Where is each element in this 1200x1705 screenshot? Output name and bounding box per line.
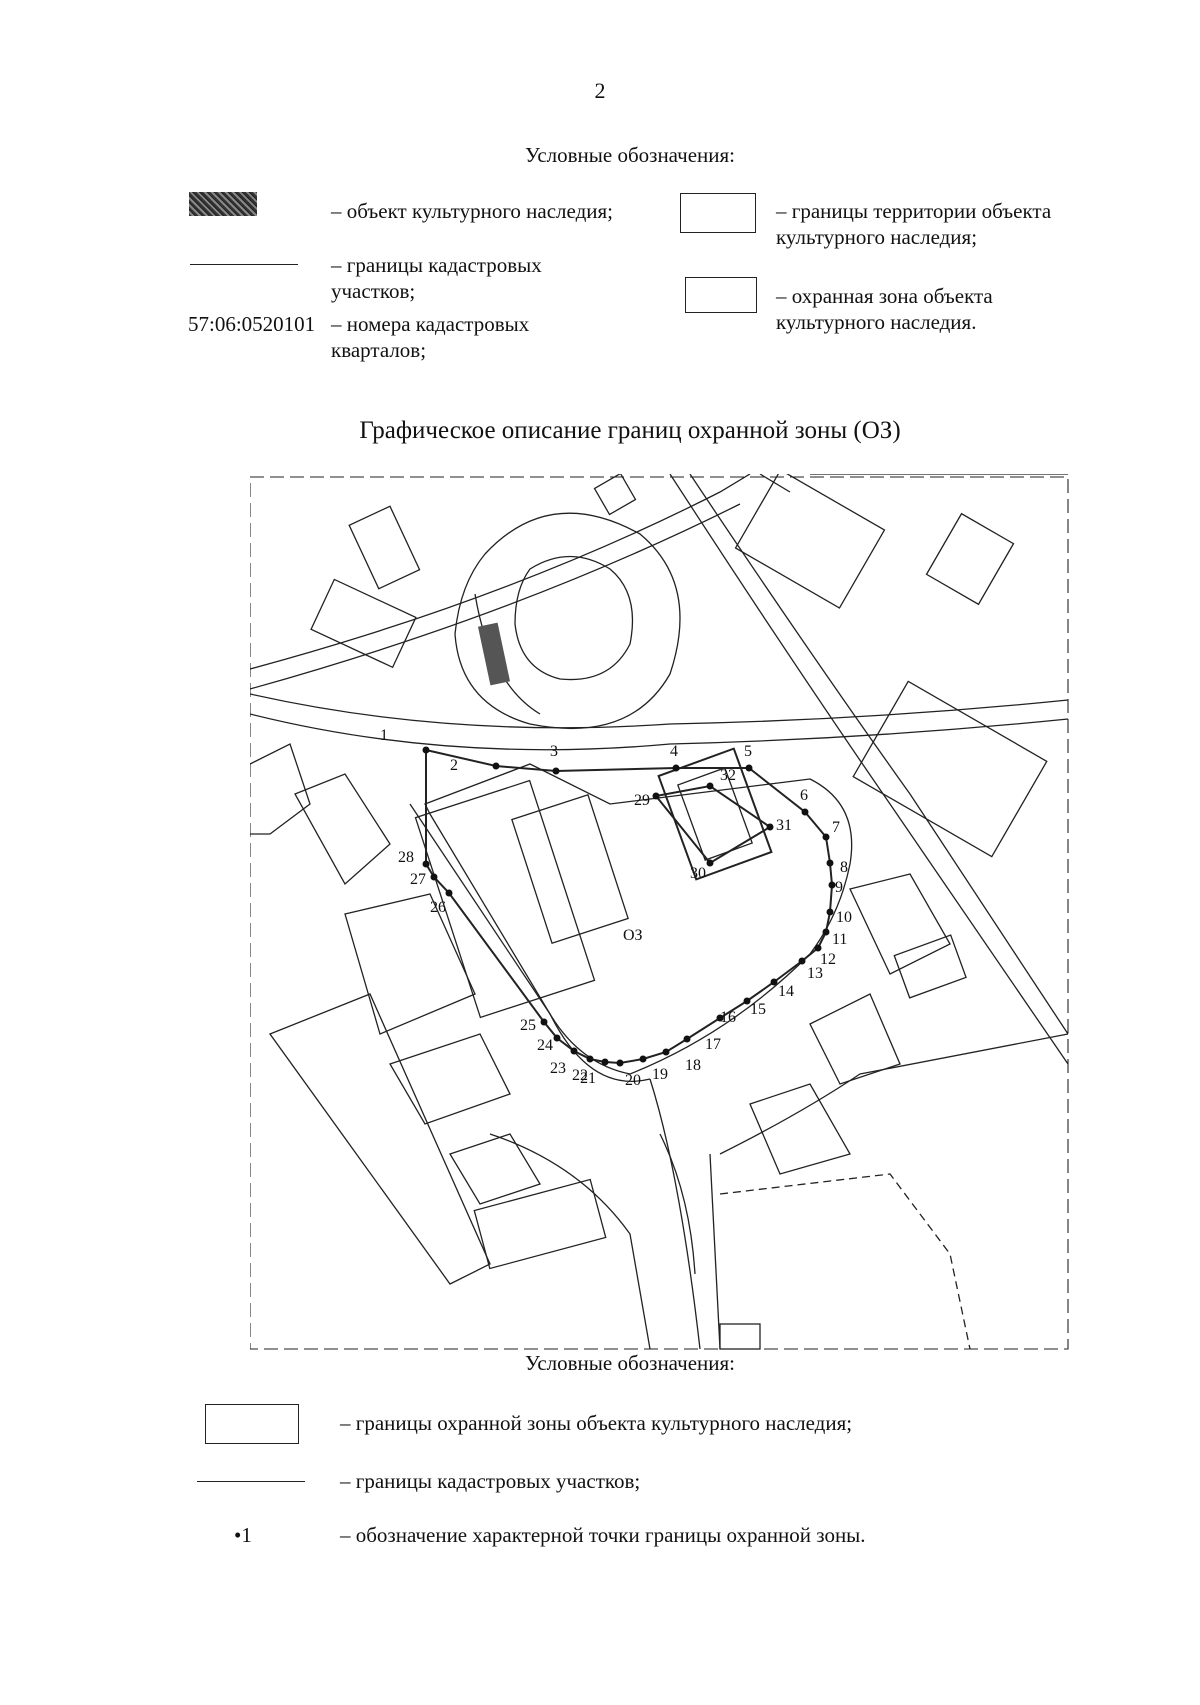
zone-point-label-24: 24 <box>537 1037 553 1054</box>
zone-point-label-13: 13 <box>807 965 823 982</box>
zone-point-label-22: 22 <box>572 1067 588 1084</box>
zone-point-12 <box>814 944 822 952</box>
zone-point-label-14: 14 <box>778 983 794 1000</box>
territory-bounds-swatch <box>680 193 756 233</box>
zone-point-label-28: 28 <box>398 849 414 866</box>
zone-point-label-18: 18 <box>685 1057 701 1074</box>
zone-point-24 <box>553 1034 561 1042</box>
zone-point-5 <box>745 764 753 772</box>
zone-point-20 <box>616 1059 624 1067</box>
legend-quarter-numbers-2: кварталов; <box>331 338 427 362</box>
legend-protection-zone-2: культурного наследия. <box>776 310 977 334</box>
zone-point-23 <box>570 1047 578 1055</box>
zone-point-label-15: 15 <box>750 1001 766 1018</box>
zone-point-19 <box>639 1055 647 1063</box>
zone-point-label-19: 19 <box>652 1066 668 1083</box>
zone-point-8 <box>826 859 834 867</box>
zone-point-29 <box>652 792 660 800</box>
legend-quarter-numbers-1: – номера кадастровых <box>331 312 530 336</box>
zone-point-label-1: 1 <box>380 727 388 744</box>
legend-cadastral-bounds-1: – границы кадастровых <box>331 253 542 277</box>
zone-point-label-17: 17 <box>705 1036 721 1053</box>
zone-point-label-20: 20 <box>625 1072 641 1089</box>
zone-point-15 <box>743 997 751 1005</box>
zone-point-label-30: 30 <box>690 865 706 882</box>
zone-point-label-7: 7 <box>832 819 840 836</box>
zone-point-label-6: 6 <box>800 787 808 804</box>
zone-point-4 <box>672 764 680 772</box>
zone-boundary-outer <box>425 749 834 1065</box>
zone-point-18 <box>662 1048 670 1056</box>
legend-heritage-object: – объект культурного наследия; <box>331 199 613 223</box>
zone-point-label-4: 4 <box>670 743 678 760</box>
quarter-code-sample: 57:06:0520101 <box>188 312 316 336</box>
legend-point-desc: – обозначение характерной точки границы … <box>340 1523 866 1547</box>
zone-point-label-8: 8 <box>840 859 848 876</box>
zone-point-label-23: 23 <box>550 1060 566 1077</box>
zone-point-label-26: 26 <box>430 899 446 916</box>
heritage-object-swatch <box>189 192 257 216</box>
map-base-layer <box>250 474 1069 1350</box>
zone-point-label-32: 32 <box>720 767 736 784</box>
legend-territory-bounds-1: – границы территории объекта <box>776 199 1052 223</box>
zone-point-21 <box>601 1058 609 1066</box>
zone-point-9 <box>828 881 836 889</box>
zone-point-label-11: 11 <box>832 931 847 948</box>
zone-point-label-31: 31 <box>776 817 792 834</box>
legend-title-top: Условные обозначения: <box>524 143 736 167</box>
zone-point-27 <box>430 873 438 881</box>
legend-zone-bounds: – границы охранной зоны объекта культурн… <box>340 1411 853 1435</box>
zone-point-17 <box>683 1035 691 1043</box>
zone-point-2 <box>492 762 500 770</box>
zone-point-14 <box>770 978 778 986</box>
zone-point-16 <box>716 1014 724 1022</box>
zone-label: ОЗ <box>623 927 643 944</box>
zone-point-13 <box>798 957 806 965</box>
zone-point-22 <box>586 1055 594 1063</box>
zone-point-3 <box>552 767 560 775</box>
heritage-object-hatch <box>477 622 511 686</box>
legend-cadastral-bounds-2: участков; <box>331 279 416 303</box>
cadastral-line-swatch-bottom <box>197 1481 305 1482</box>
map-title: Графическое описание границ охранной зон… <box>359 417 901 444</box>
zone-point-label-9: 9 <box>835 879 843 896</box>
point-symbol-sample: •1 <box>234 1523 252 1547</box>
page-number: 2 <box>594 78 606 103</box>
zone-point-label-5: 5 <box>744 743 752 760</box>
cadastral-line-swatch <box>190 264 298 265</box>
zone-point-11 <box>822 928 830 936</box>
zone-point-1 <box>422 746 430 754</box>
legend-title-bottom: Условные обозначения: <box>524 1351 736 1375</box>
zone-point-7 <box>822 833 830 841</box>
zone-point-6 <box>801 808 809 816</box>
zone-bounds-swatch <box>205 1404 299 1444</box>
zone-point-26 <box>445 889 453 897</box>
zone-point-31 <box>766 823 774 831</box>
legend-cadastral-bounds-bottom: – границы кадастровых участков; <box>340 1469 641 1493</box>
zone-point-label-21: 21 <box>580 1070 596 1087</box>
zone-point-label-2: 2 <box>450 757 458 774</box>
zone-point-label-25: 25 <box>520 1017 536 1034</box>
zone-point-30 <box>706 859 714 867</box>
zone-point-label-29: 29 <box>634 792 650 809</box>
zone-point-label-27: 27 <box>410 871 426 888</box>
zone-point-25 <box>540 1018 548 1026</box>
zone-point-label-3: 3 <box>550 743 558 760</box>
zone-point-32 <box>706 782 714 790</box>
zone-point-label-12: 12 <box>820 951 836 968</box>
legend-protection-zone-1: – охранная зона объекта <box>776 284 993 308</box>
zone-point-10 <box>826 908 834 916</box>
legend-territory-bounds-2: культурного наследия; <box>776 225 978 249</box>
zone-point-label-10: 10 <box>836 909 852 926</box>
zone-point-label-16: 16 <box>720 1009 736 1026</box>
zone-boundary-inner <box>655 784 772 865</box>
protection-zone-swatch <box>685 277 757 313</box>
zone-point-28 <box>422 860 430 868</box>
